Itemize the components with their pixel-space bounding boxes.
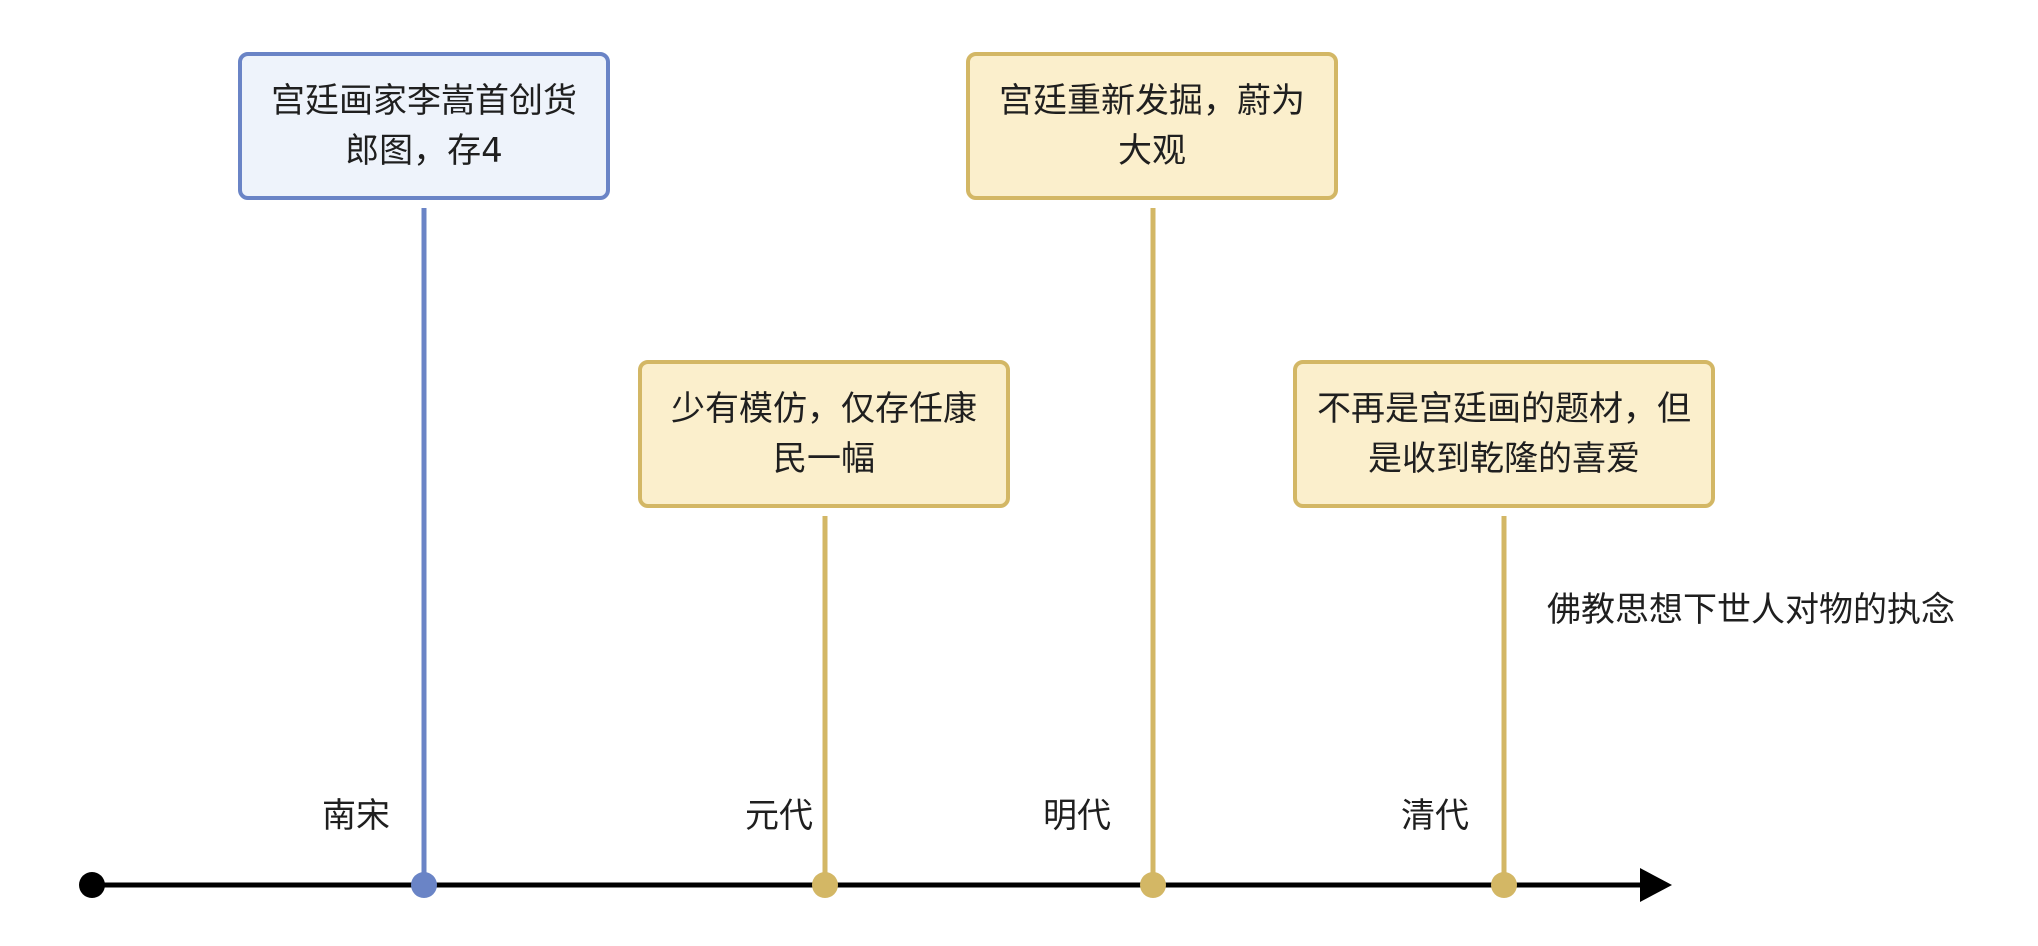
event-box-nansong: 宫廷画家李嵩首创货郎图，存4 [238, 52, 610, 200]
side-annotation: 佛教思想下世人对物的执念 [1547, 590, 1955, 630]
event-box-qing: 不再是宫廷画的题材，但是收到乾隆的喜爱 [1293, 360, 1715, 508]
era-label-ming: 明代 [1043, 796, 1111, 836]
event-text-nansong: 宫廷画家李嵩首创货郎图，存4 [271, 81, 577, 171]
timeline-start-dot [79, 872, 105, 898]
event-box-yuan: 少有模仿，仅存任康民一幅 [638, 360, 1010, 508]
milestone-dot-qing [1491, 872, 1517, 898]
era-label-qing: 清代 [1401, 796, 1469, 836]
era-label-yuan: 元代 [745, 796, 813, 836]
milestone-dot-nansong [411, 872, 437, 898]
milestone-dot-yuan [812, 872, 838, 898]
event-text-qing: 不再是宫廷画的题材，但是收到乾隆的喜爱 [1317, 389, 1691, 479]
milestone-dot-ming [1140, 872, 1166, 898]
event-text-ming: 宫廷重新发掘，蔚为大观 [999, 81, 1305, 171]
timeline-arrowhead [1640, 868, 1672, 902]
event-text-yuan: 少有模仿，仅存任康民一幅 [671, 389, 977, 479]
era-label-nansong: 南宋 [322, 796, 390, 836]
event-box-ming: 宫廷重新发掘，蔚为大观 [966, 52, 1338, 200]
